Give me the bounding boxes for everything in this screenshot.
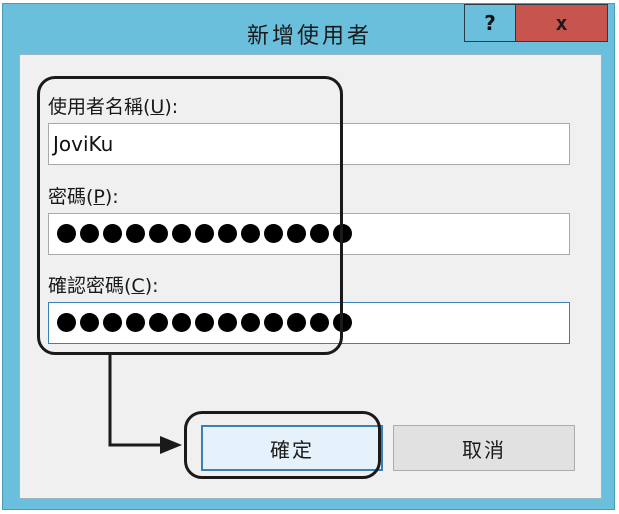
username-label-suffix: ): — [164, 96, 179, 118]
password-dot — [80, 224, 99, 243]
help-icon: ? — [484, 11, 496, 35]
password-dot — [103, 224, 122, 243]
confirm-password-label-suffix: ): — [144, 275, 159, 297]
dialog-title: 新增使用者 — [246, 24, 372, 49]
username-label-text: 使用者名稱( — [48, 96, 151, 118]
confirm-password-mask — [57, 313, 352, 333]
username-label: 使用者名稱(U): — [48, 92, 178, 119]
password-dot — [172, 313, 191, 332]
username-access-key: U — [150, 96, 165, 118]
password-dot — [310, 313, 329, 332]
password-dot — [195, 313, 214, 332]
ok-button[interactable]: 確定 — [201, 425, 383, 471]
close-button[interactable]: x — [516, 4, 608, 42]
password-label: 密碼(P): — [48, 182, 119, 209]
password-input[interactable] — [48, 213, 570, 255]
password-dot — [264, 313, 283, 332]
help-button[interactable]: ? — [464, 4, 516, 42]
password-dot — [333, 313, 352, 332]
close-icon: x — [555, 11, 568, 35]
password-dot — [287, 224, 306, 243]
password-dot — [57, 313, 76, 332]
password-dot — [241, 313, 260, 332]
password-access-key: P — [93, 186, 105, 208]
password-dot — [195, 224, 214, 243]
password-label-suffix: ): — [104, 186, 119, 208]
cancel-button-label: 取消 — [462, 437, 506, 462]
dialog-window: 新增使用者 ? x 使用者名稱(U): JoviKu 密碼(P): 確認密碼(C… — [2, 3, 615, 510]
confirm-password-label-text: 確認密碼( — [48, 275, 132, 297]
password-dot — [172, 224, 191, 243]
password-dot — [126, 313, 145, 332]
dialog-client-area: 使用者名稱(U): JoviKu 密碼(P): 確認密碼(C): 確定 取消 — [19, 54, 602, 499]
password-dot — [80, 313, 99, 332]
username-input[interactable]: JoviKu — [48, 123, 570, 165]
password-label-text: 密碼( — [48, 186, 94, 208]
cancel-button[interactable]: 取消 — [393, 425, 575, 471]
password-dot — [287, 313, 306, 332]
password-dot — [218, 313, 237, 332]
confirm-password-label: 確認密碼(C): — [48, 271, 159, 298]
password-dot — [264, 224, 283, 243]
password-dot — [149, 224, 168, 243]
password-dot — [103, 313, 122, 332]
confirm-password-input[interactable] — [48, 302, 570, 344]
password-dot — [126, 224, 145, 243]
password-dot — [333, 224, 352, 243]
password-dot — [57, 224, 76, 243]
password-dot — [218, 224, 237, 243]
password-dot — [149, 313, 168, 332]
username-value: JoviKu — [53, 132, 114, 156]
ok-button-label: 確定 — [270, 437, 314, 462]
password-dot — [310, 224, 329, 243]
password-dot — [241, 224, 260, 243]
password-mask — [57, 224, 352, 244]
confirm-password-access-key: C — [131, 275, 145, 297]
